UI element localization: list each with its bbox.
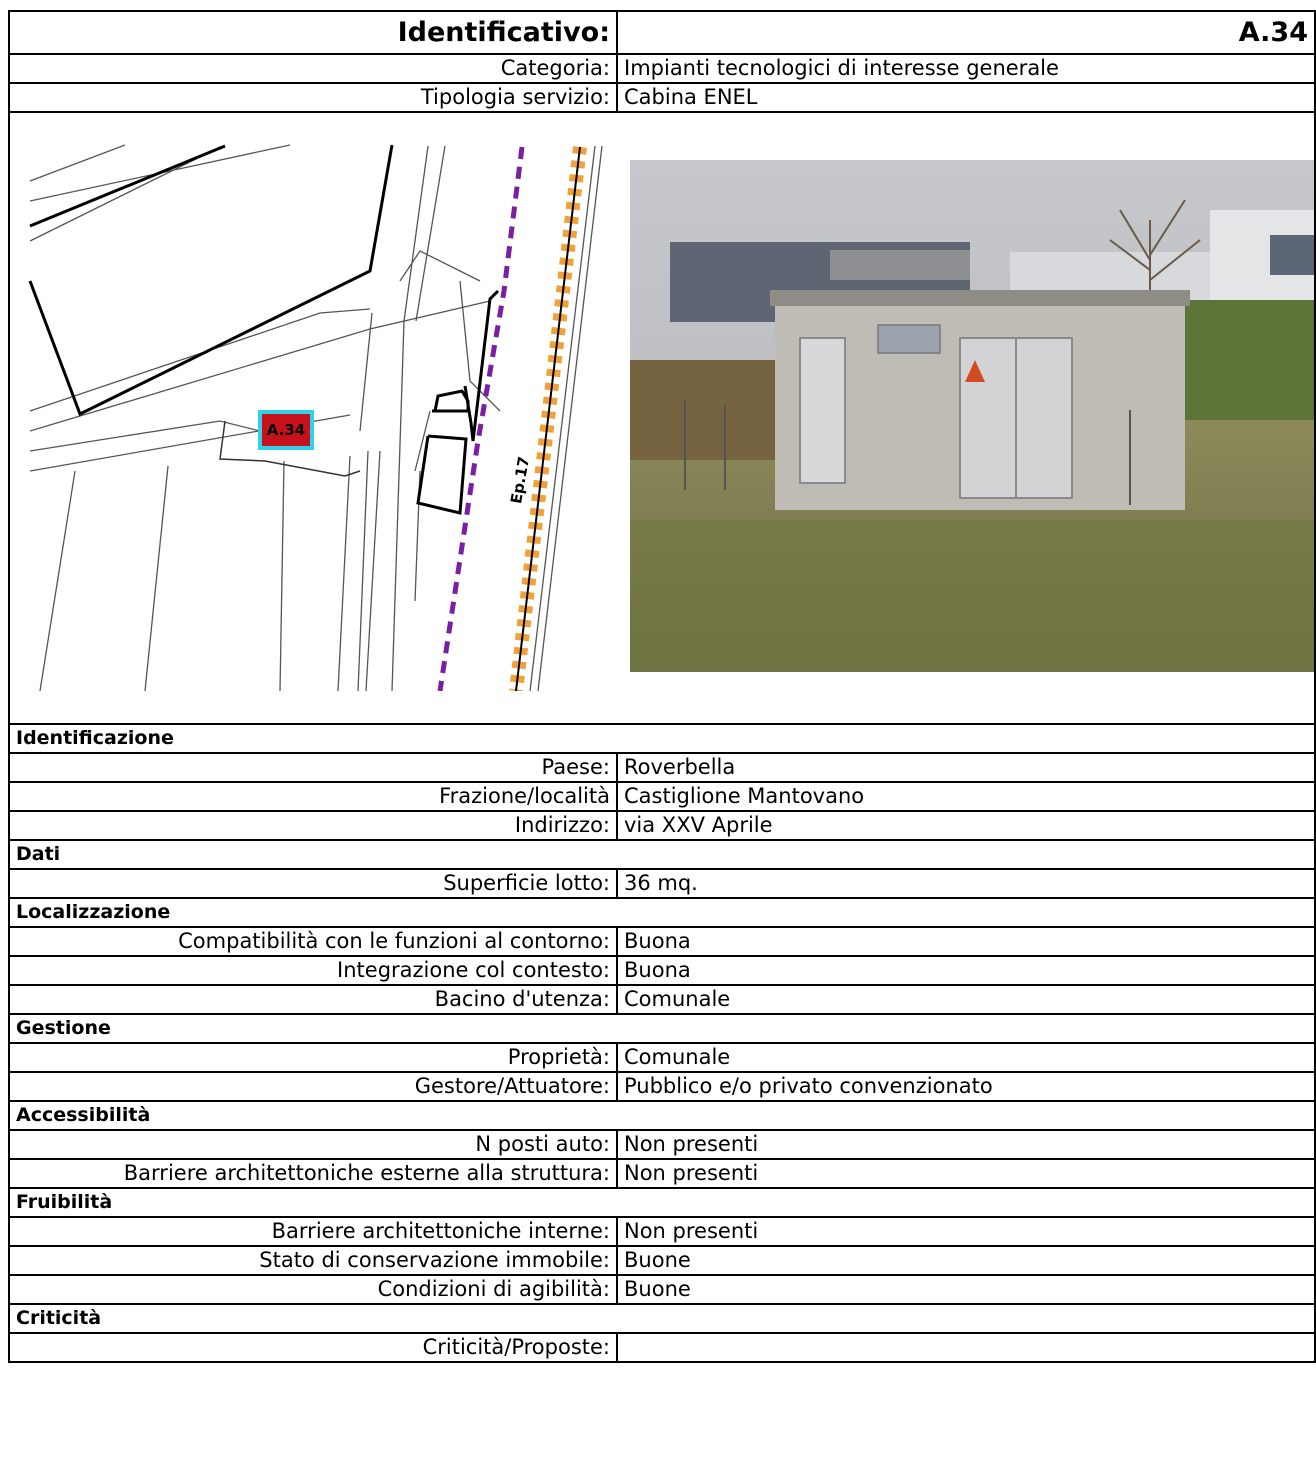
section-identificazione: Identificazione [8,723,1316,754]
row-paese: Paese: Roverbella [8,752,1316,783]
section-dati: Dati [8,839,1316,870]
service-table: Identificativo: A.34 Categoria: Impianti… [8,10,1316,1363]
row-label: Criticità/Proposte: [8,1332,618,1363]
row-integrazione: Integrazione col contesto: Buona [8,955,1316,986]
section-title: Dati [8,839,1316,870]
row-label: Stato di conservazione immobile: [8,1245,618,1276]
marker-fill [262,414,310,446]
row-value: Buona [616,955,1316,986]
row-value: Non presenti [616,1216,1316,1247]
section-title: Localizzazione [8,897,1316,928]
map-road-label: Ep.17 [507,455,533,505]
row-value: Pubblico e/o privato convenzionato [616,1071,1316,1102]
row-label: Superficie lotto: [8,868,618,899]
row-label: Integrazione col contesto: [8,955,618,986]
row-label: Barriere architettoniche esterne alla st… [8,1158,618,1189]
service-sheet: Identificativo: A.34 Categoria: Impianti… [8,10,1316,1363]
row-proprieta: Proprietà: Comunale [8,1042,1316,1073]
row-label: Gestore/Attuatore: [8,1071,618,1102]
id-value: A.34 [616,10,1316,55]
section-criticita: Criticità [8,1303,1316,1334]
figure-cell: A.34 Ep.17 [8,111,1316,725]
cadastral-map: A.34 Ep.17 [20,131,620,691]
row-value: Buone [616,1274,1316,1305]
row-label: Indirizzo: [8,810,618,841]
header-row: Identificativo: A.34 [8,10,1316,55]
row-value: Non presenti [616,1129,1316,1160]
row-label: Condizioni di agibilità: [8,1274,618,1305]
row-value: Cabina ENEL [616,82,1316,113]
row-value: Buona [616,926,1316,957]
row-value: Impianti tecnologici di interesse genera… [616,53,1316,84]
map-marker-label: A.34 [267,421,305,439]
row-gestore: Gestore/Attuatore: Pubblico e/o privato … [8,1071,1316,1102]
section-title: Fruibilità [8,1187,1316,1218]
row-value: Comunale [616,1042,1316,1073]
row-barriere-interne: Barriere architettoniche interne: Non pr… [8,1216,1316,1247]
row-indirizzo: Indirizzo: via XXV Aprile [8,810,1316,841]
section-title: Gestione [8,1013,1316,1044]
row-superficie: Superficie lotto: 36 mq. [8,868,1316,899]
row-criticita-proposte: Criticità/Proposte: [8,1332,1316,1363]
row-label: Barriere architettoniche interne: [8,1216,618,1247]
section-title: Criticità [8,1303,1316,1334]
row-value: Comunale [616,984,1316,1015]
row-bacino: Bacino d'utenza: Comunale [8,984,1316,1015]
row-label: Compatibilità con le funzioni al contorn… [8,926,618,957]
row-stato-conservazione: Stato di conservazione immobile: Buone [8,1245,1316,1276]
row-label: Bacino d'utenza: [8,984,618,1015]
row-label: Tipologia servizio: [8,82,618,113]
section-accessibilita: Accessibilità [8,1100,1316,1131]
photo-svg [630,160,1313,672]
row-value: 36 mq. [616,868,1316,899]
section-fruibilita: Fruibilità [8,1187,1316,1218]
row-label: N posti auto: [8,1129,618,1160]
row-frazione: Frazione/località Castiglione Mantovano [8,781,1316,812]
section-gestione: Gestione [8,1013,1316,1044]
row-label: Paese: [8,752,618,783]
row-categoria: Categoria: Impianti tecnologici di inter… [8,53,1316,84]
figure-row: A.34 Ep.17 [8,111,1316,725]
row-value: via XXV Aprile [616,810,1316,841]
row-compatibilita: Compatibilità con le funzioni al contorn… [8,926,1316,957]
row-agibilita: Condizioni di agibilità: Buone [8,1274,1316,1305]
row-label: Categoria: [8,53,618,84]
section-localizzazione: Localizzazione [8,897,1316,928]
section-title: Accessibilità [8,1100,1316,1131]
row-tipologia: Tipologia servizio: Cabina ENEL [8,82,1316,113]
row-posti-auto: N posti auto: Non presenti [8,1129,1316,1160]
row-barriere-esterne: Barriere architettoniche esterne alla st… [8,1158,1316,1189]
row-label: Proprietà: [8,1042,618,1073]
row-value [616,1332,1316,1363]
row-value: Roverbella [616,752,1316,783]
row-value: Non presenti [616,1158,1316,1189]
row-label: Frazione/località [8,781,618,812]
site-photo [630,160,1313,672]
map-svg: A.34 Ep.17 [28,144,603,691]
section-title: Identificazione [8,723,1316,754]
row-value: Buone [616,1245,1316,1276]
id-label: Identificativo: [8,10,618,55]
row-value: Castiglione Mantovano [616,781,1316,812]
